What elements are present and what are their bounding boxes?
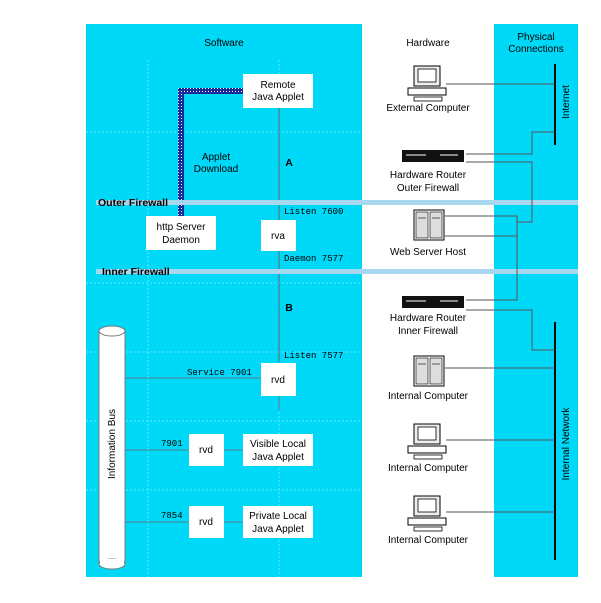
rva-label: rva bbox=[271, 231, 285, 242]
port-7901-label: 7901 bbox=[161, 439, 183, 449]
outer-firewall-label: Outer Firewall bbox=[98, 197, 168, 209]
rvd-visible-box bbox=[189, 434, 224, 466]
web-server-icon bbox=[413, 209, 445, 241]
internet-label: Internet bbox=[561, 85, 572, 119]
rvd-private-box bbox=[189, 506, 224, 538]
hardware-wiring bbox=[445, 83, 555, 513]
rvd-main-label: rvd bbox=[271, 375, 285, 386]
remote-applet-label: Remote bbox=[260, 80, 295, 91]
external-computer-label: External Computer bbox=[386, 103, 470, 114]
web-server-host-label: Web Server Host bbox=[390, 247, 466, 258]
router-inner-label: Hardware Router bbox=[390, 313, 467, 324]
rvd-private-label: rvd bbox=[199, 517, 213, 528]
http-daemon-label-2: Daemon bbox=[162, 235, 200, 246]
hardware-column-title: Hardware bbox=[406, 38, 450, 49]
rvd-visible-label: rvd bbox=[199, 445, 213, 456]
applet-download-label-2: Download bbox=[194, 164, 238, 175]
internal-computer-1-icon bbox=[413, 355, 445, 387]
visible-applet-label-2: Java Applet bbox=[252, 452, 304, 463]
router-outer-label-2: Outer Firewall bbox=[397, 183, 459, 194]
router-outer-label: Hardware Router bbox=[390, 170, 467, 181]
port-7854-label: 7854 bbox=[161, 511, 183, 521]
listen-7600-label: Listen 7600 bbox=[284, 207, 343, 217]
internal-computer-2-icon bbox=[407, 423, 447, 460]
rva-box bbox=[261, 220, 296, 251]
router-outer-icon bbox=[402, 150, 464, 162]
applet-download-label: Applet bbox=[202, 152, 231, 163]
http-daemon-label: http Server bbox=[157, 222, 207, 233]
visible-applet-box bbox=[243, 434, 313, 466]
external-computer-icon bbox=[407, 65, 447, 102]
internal-computer-3-icon bbox=[407, 495, 447, 532]
private-applet-box bbox=[243, 506, 313, 538]
service-7901-label: Service 7901 bbox=[187, 368, 252, 378]
router-inner-label-2: Inner Firewall bbox=[398, 326, 458, 337]
internal-network-label: Internal Network bbox=[561, 407, 572, 481]
internal-computer-1-label: Internal Computer bbox=[388, 391, 469, 402]
rvd-main-box bbox=[261, 363, 296, 396]
internal-computer-3-label: Internal Computer bbox=[388, 535, 469, 546]
software-panel bbox=[86, 24, 362, 577]
inner-firewall-band bbox=[96, 269, 578, 274]
information-bus-label: Information Bus bbox=[107, 409, 118, 479]
outer-firewall-band bbox=[96, 200, 578, 205]
segment-b-label: B bbox=[285, 302, 293, 314]
software-column-title: Software bbox=[204, 38, 244, 49]
router-inner-icon bbox=[402, 296, 464, 308]
listen-7577-label: Listen 7577 bbox=[284, 351, 343, 361]
software-grid bbox=[86, 60, 362, 577]
remote-applet-label-2: Java Applet bbox=[252, 92, 304, 103]
physical-column-title-2: Connections bbox=[508, 44, 564, 55]
private-applet-label: Private Local bbox=[249, 511, 307, 522]
physical-column-title: Physical bbox=[517, 32, 554, 43]
private-applet-label-2: Java Applet bbox=[252, 524, 304, 535]
http-daemon-box bbox=[146, 216, 216, 250]
inner-firewall-label: Inner Firewall bbox=[102, 266, 170, 278]
information-bus bbox=[98, 325, 126, 570]
remote-applet-box bbox=[243, 74, 313, 108]
daemon-7577-label: Daemon 7577 bbox=[284, 254, 343, 264]
visible-applet-label: Visible Local bbox=[250, 439, 306, 450]
internal-computer-2-label: Internal Computer bbox=[388, 463, 469, 474]
applet-download-path bbox=[178, 88, 245, 218]
segment-a-label: A bbox=[285, 157, 293, 169]
